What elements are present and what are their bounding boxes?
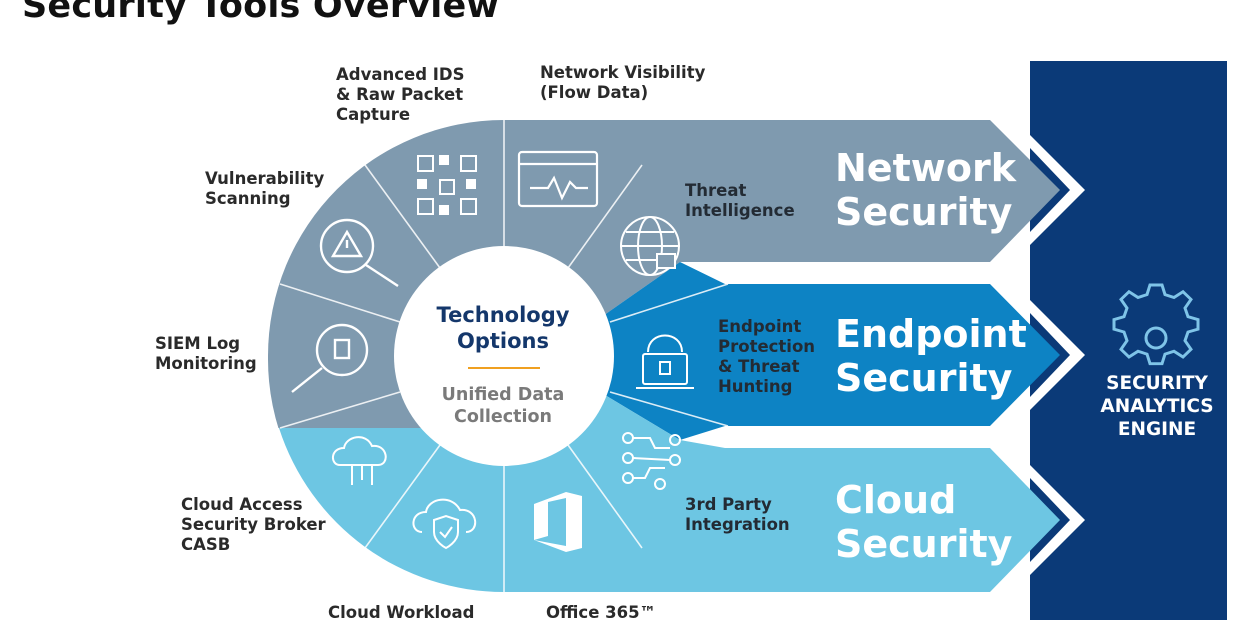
advanced-ids-label: Advanced IDS & Raw Packet Capture [336, 65, 465, 124]
center-title: Technology Options [436, 303, 570, 353]
siem-label: SIEM Log Monitoring [155, 334, 257, 373]
gear-icon [1112, 283, 1200, 366]
monitor-pulse-icon [517, 150, 599, 208]
hacker-laptop-icon [636, 334, 694, 389]
third-party-label: 3rd Party Integration [685, 495, 790, 534]
globe-lock-icon [620, 216, 680, 276]
qr-code-icon [417, 155, 477, 215]
chevrons [1030, 135, 1085, 575]
cloud-workload-label: Cloud Workload [328, 603, 475, 622]
cloud-security-label: Cloud Security [835, 478, 1013, 566]
center-subtitle: Unified Data Collection [441, 385, 565, 427]
casb-label: Cloud Access Security Broker CASB [181, 495, 326, 554]
center-circle [394, 246, 614, 466]
cloud-shield-icon [412, 498, 476, 550]
vulnerability-scanning-label: Vulnerability Scanning [205, 169, 325, 208]
circuit-icon [622, 432, 681, 490]
network-visibility-label: Network Visibility (Flow Data) [540, 63, 706, 102]
threat-intelligence-label: Threat Intelligence [685, 181, 795, 220]
page-title: Security Tools Overview [22, 0, 499, 26]
endpoint-security-band [600, 262, 1060, 440]
cloud-network-icon [332, 436, 387, 485]
document-magnifier-icon [291, 323, 369, 393]
analytics-engine-label: SECURITY ANALYTICS ENGINE [1100, 373, 1214, 440]
office365-label: Office 365™ [546, 603, 657, 622]
office-icon [534, 492, 582, 552]
endpoint-security-label: Endpoint Security [835, 312, 1027, 400]
endpoint-protection-label: Endpoint Protection & Threat Hunting [718, 317, 816, 396]
network-security-label: Network Security [835, 146, 1016, 234]
cloud-security-band [504, 392, 1060, 592]
warning-magnifier-icon [319, 218, 399, 288]
